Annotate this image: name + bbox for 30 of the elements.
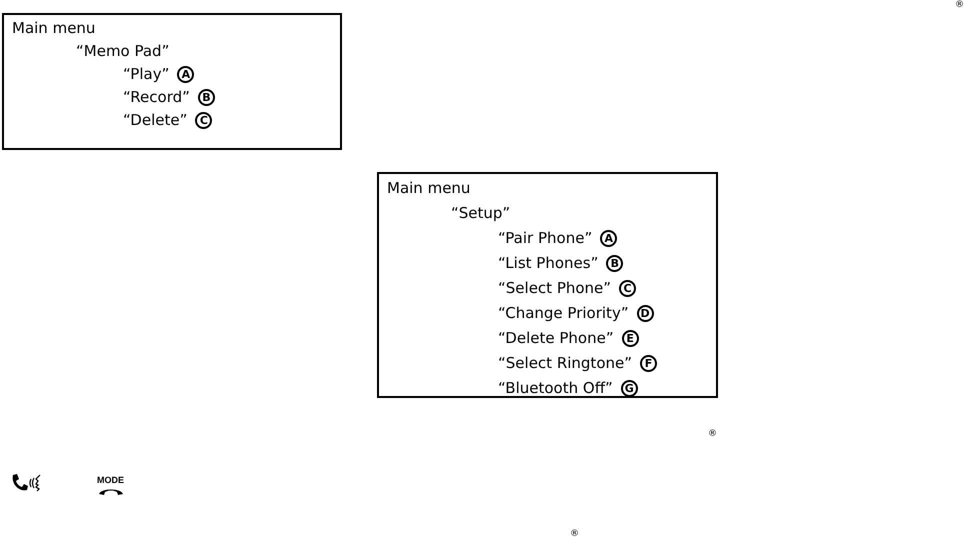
circled-letter: E [622, 330, 639, 347]
voice-command: “Pair Phone” [498, 228, 592, 250]
circled-letter: A [177, 66, 194, 83]
voice-command: “Play” [123, 64, 170, 86]
voice-command: “Select Phone” [498, 278, 612, 300]
circled-letter: C [195, 112, 212, 129]
menu-heading: Main menu [387, 178, 470, 199]
registered-mark: ® [955, 1, 964, 10]
voice-command: “List Phones” [498, 253, 598, 274]
voice-command: “Delete” [123, 110, 188, 132]
circled-letter: G [620, 380, 638, 397]
menu-heading: Main menu [12, 18, 96, 39]
voice-command: “Bluetooth Off” [498, 378, 613, 400]
voice-command: “Delete Phone” [498, 328, 614, 350]
voice-command: “Record” [123, 87, 190, 108]
circled-letter: C [619, 280, 636, 297]
circled-letter: F [640, 355, 657, 372]
menu-box [2, 13, 342, 150]
submenu-item: “Memo Pad” [76, 41, 170, 62]
circled-letter: D [636, 305, 654, 322]
button-label: MODE [97, 476, 124, 485]
circled-letter: B [198, 89, 215, 106]
circled-letter: B [606, 255, 624, 272]
circled-letter: A [600, 230, 618, 247]
voice-command: “Select Ringtone” [498, 353, 632, 374]
submenu-item: “Setup” [451, 203, 510, 224]
menu-box [377, 172, 718, 398]
voice-command: “Change Priority” [498, 303, 629, 324]
registered-mark: ® [708, 430, 717, 439]
registered-mark: ® [570, 530, 579, 539]
